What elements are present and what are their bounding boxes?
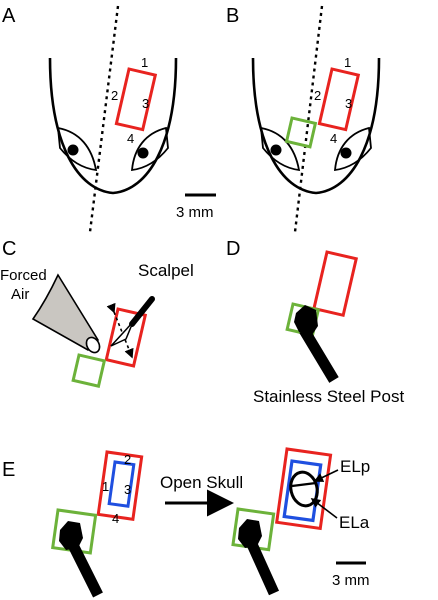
box-number-2: 2 [124,452,131,467]
steel-post-shaft [245,539,280,596]
green-post-box [71,353,107,388]
el-nucleus-outline [289,470,319,508]
box-number-4: 4 [330,131,337,146]
panel-e: E 2 1 3 4 Open Skull ELp ELa 3 mm [2,447,370,598]
right-eye-outline [334,126,372,172]
forced-air-label-line1: Forced [0,267,47,284]
elp-label: ELp [340,457,370,476]
panel-label-a: A [2,5,16,27]
left-eye-outline [56,126,98,172]
red-craniotomy-box [275,447,333,531]
air-nozzle-icon [31,273,100,351]
right-eye-pupil [340,147,352,159]
air-nozzle-opening [85,336,101,354]
right-eye-pupil [137,147,149,159]
red-craniotomy-box [96,450,144,521]
panel-a: A 1 2 3 4 3 mm [2,5,216,233]
stainless-steel-post-label: Stainless Steel Post [253,387,404,406]
head-outline [251,57,381,195]
red-craniotomy-box [312,250,359,318]
scale-label-a: 3 mm [176,204,214,221]
red-craniotomy-box [317,67,361,132]
scalpel-label: Scalpel [138,261,194,280]
green-post-box [284,116,318,149]
ela-label: ELa [339,513,370,532]
box-number-2: 2 [111,88,118,103]
left-eye-pupil [270,144,282,156]
steel-post-shaft [67,540,103,598]
scale-label-e: 3 mm [332,572,370,589]
elp-ela-boundary [291,481,317,488]
left-eye-pupil [67,144,79,156]
red-craniotomy-box [114,67,158,132]
post-base-icon [294,305,318,335]
box-number-1: 1 [344,55,351,70]
panel-label-b: B [226,5,239,27]
midline-dotted [88,5,120,233]
box-number-3: 3 [142,96,149,111]
box-number-3: 3 [124,482,131,497]
ela-pointer-arrow [310,498,338,519]
box-number-1: 1 [141,55,148,70]
scalpel-blade-icon [110,321,134,347]
panel-b: B 1 2 3 4 [226,5,381,233]
panel-c: C Forced Air Scalpel [0,238,194,388]
panel-label-c: C [2,238,16,260]
panel-label-d: D [226,238,240,260]
head-outline [48,57,178,195]
box-number-4: 4 [112,511,119,526]
box-number-4: 4 [127,131,134,146]
forced-air-label-line2: Air [11,286,29,303]
box-number-3: 3 [345,96,352,111]
open-skull-label: Open Skull [160,473,243,492]
box-number-1: 1 [102,479,109,494]
left-eye-outline [259,126,301,172]
panel-label-e: E [2,459,15,481]
steel-post-shaft [299,327,339,383]
right-eye-outline [131,126,169,172]
box-number-2: 2 [314,88,321,103]
blue-skull-window [107,460,136,508]
midline-dotted [293,5,324,233]
elp-pointer-arrow [313,469,339,482]
panel-d: D Stainless Steel Post [226,238,404,406]
scalpel-handle [129,296,155,327]
